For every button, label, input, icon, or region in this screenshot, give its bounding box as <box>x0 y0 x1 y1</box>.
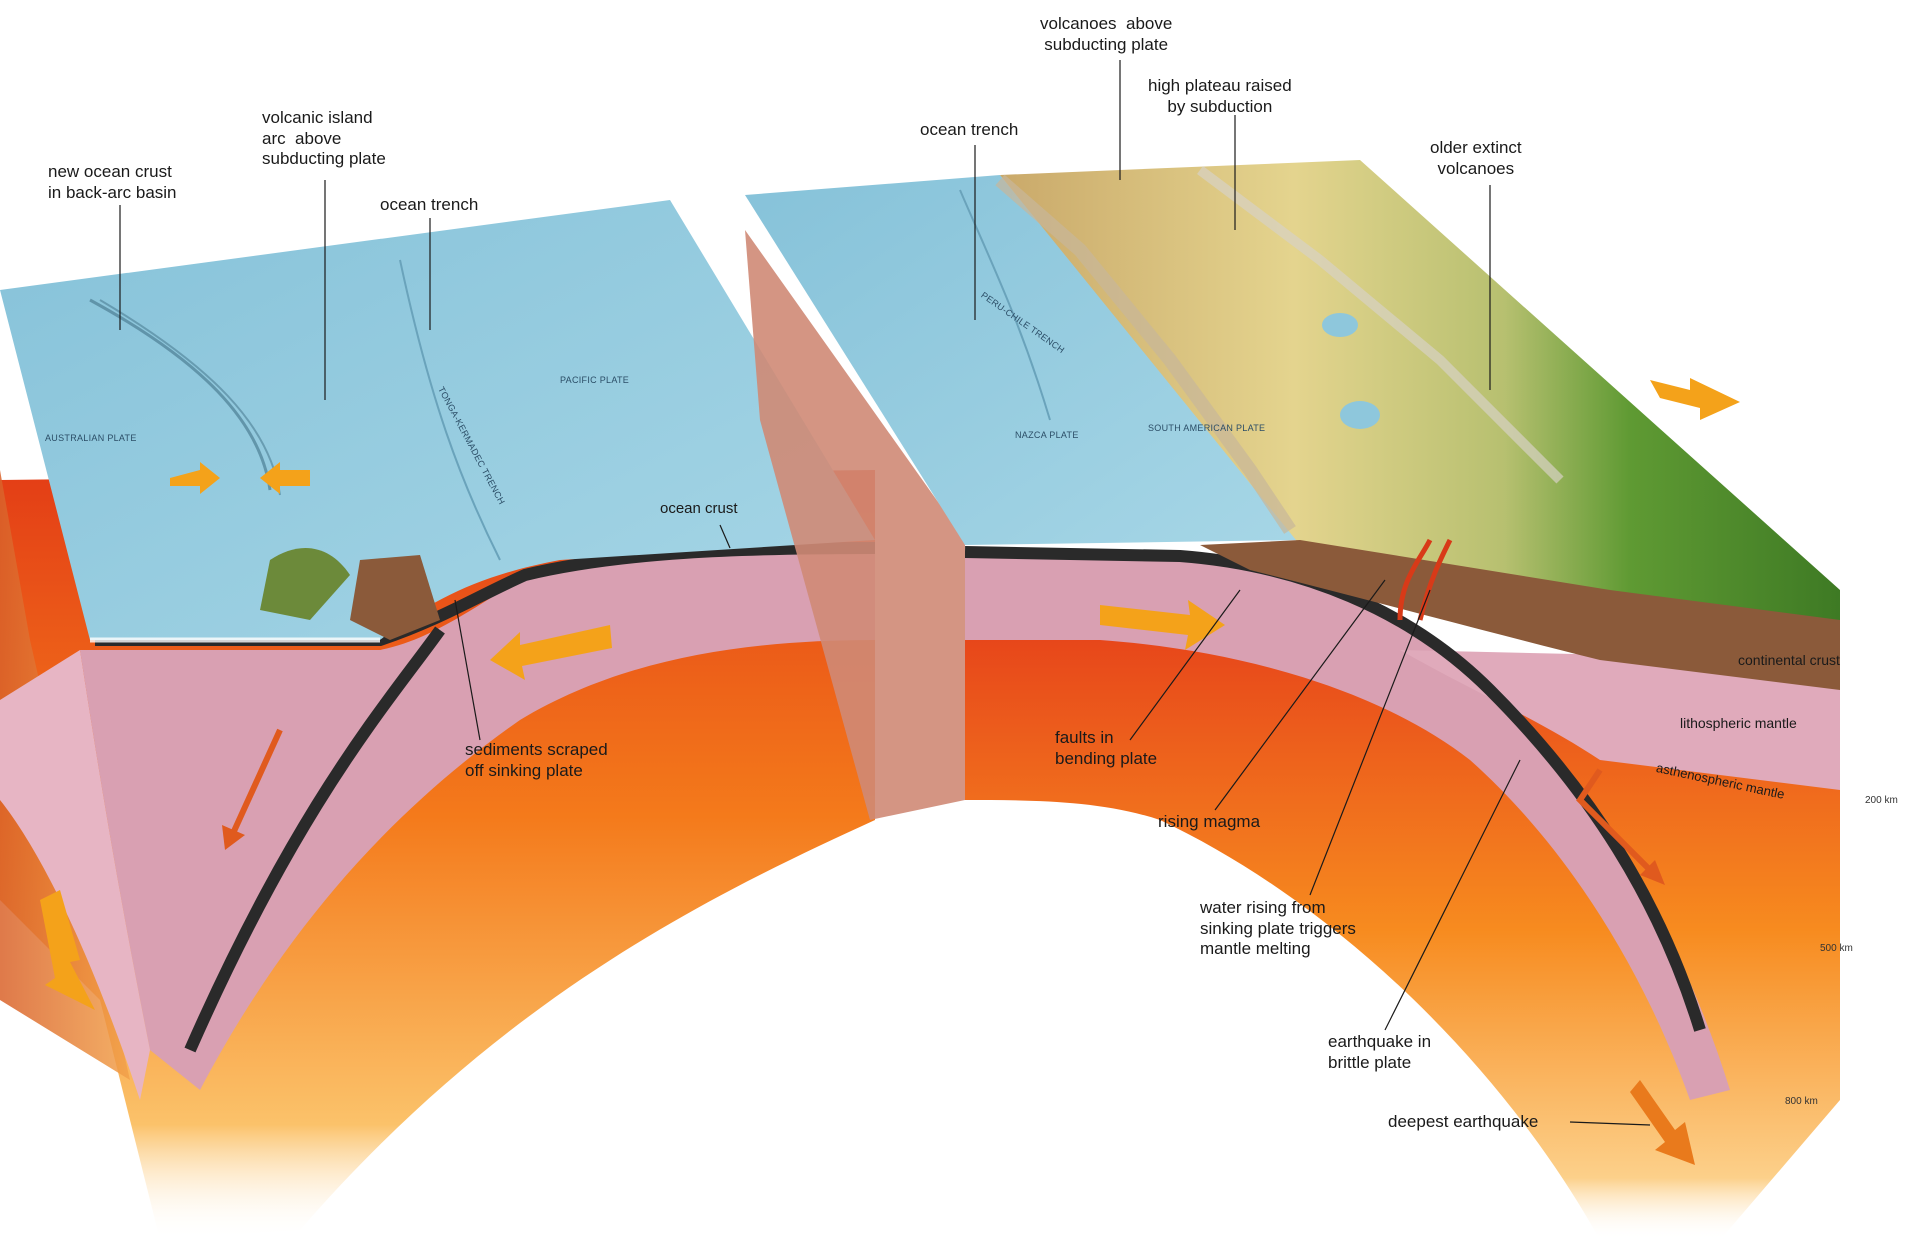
depth-500km: 500 km <box>1820 943 1853 954</box>
label-continental-crust: continental crust <box>1738 652 1840 669</box>
label-ocean-trench-right: ocean trench <box>920 120 1018 141</box>
continent-arrow <box>1650 378 1740 420</box>
pacific-plate-label: PACIFIC PLATE <box>560 375 629 385</box>
plateau-lake-2 <box>1340 401 1380 429</box>
label-ocean-trench-left: ocean trench <box>380 195 478 216</box>
label-water-rising: water rising from sinking plate triggers… <box>1200 898 1356 960</box>
label-older-extinct: older extinct volcanoes <box>1430 138 1522 179</box>
depth-800km: 800 km <box>1785 1096 1818 1107</box>
label-volcanoes-above: volcanoes above subducting plate <box>1040 14 1172 55</box>
nazca-plate-label: NAZCA PLATE <box>1015 430 1079 440</box>
right-block <box>745 160 1840 1240</box>
label-lithospheric-mantle: lithospheric mantle <box>1680 715 1797 732</box>
left-block <box>0 200 875 1240</box>
australian-plate-label: AUSTRALIAN PLATE <box>45 433 137 443</box>
label-faults: faults in bending plate <box>1055 728 1157 769</box>
label-earthquake-brittle: earthquake in brittle plate <box>1328 1032 1431 1073</box>
label-new-ocean-crust: new ocean crust in back-arc basin <box>48 162 177 203</box>
label-rising-magma: rising magma <box>1158 812 1260 833</box>
label-deepest-earthquake: deepest earthquake <box>1388 1112 1538 1133</box>
plateau-lake-1 <box>1322 313 1358 337</box>
depth-200km: 200 km <box>1865 795 1898 806</box>
label-sediments: sediments scraped off sinking plate <box>465 740 608 781</box>
label-volcanic-island-arc: volcanic island arc above subducting pla… <box>262 108 386 170</box>
south-american-plate-label: SOUTH AMERICAN PLATE <box>1148 423 1265 433</box>
label-high-plateau: high plateau raised by subduction <box>1148 76 1292 117</box>
label-ocean-crust: ocean crust <box>660 500 738 518</box>
